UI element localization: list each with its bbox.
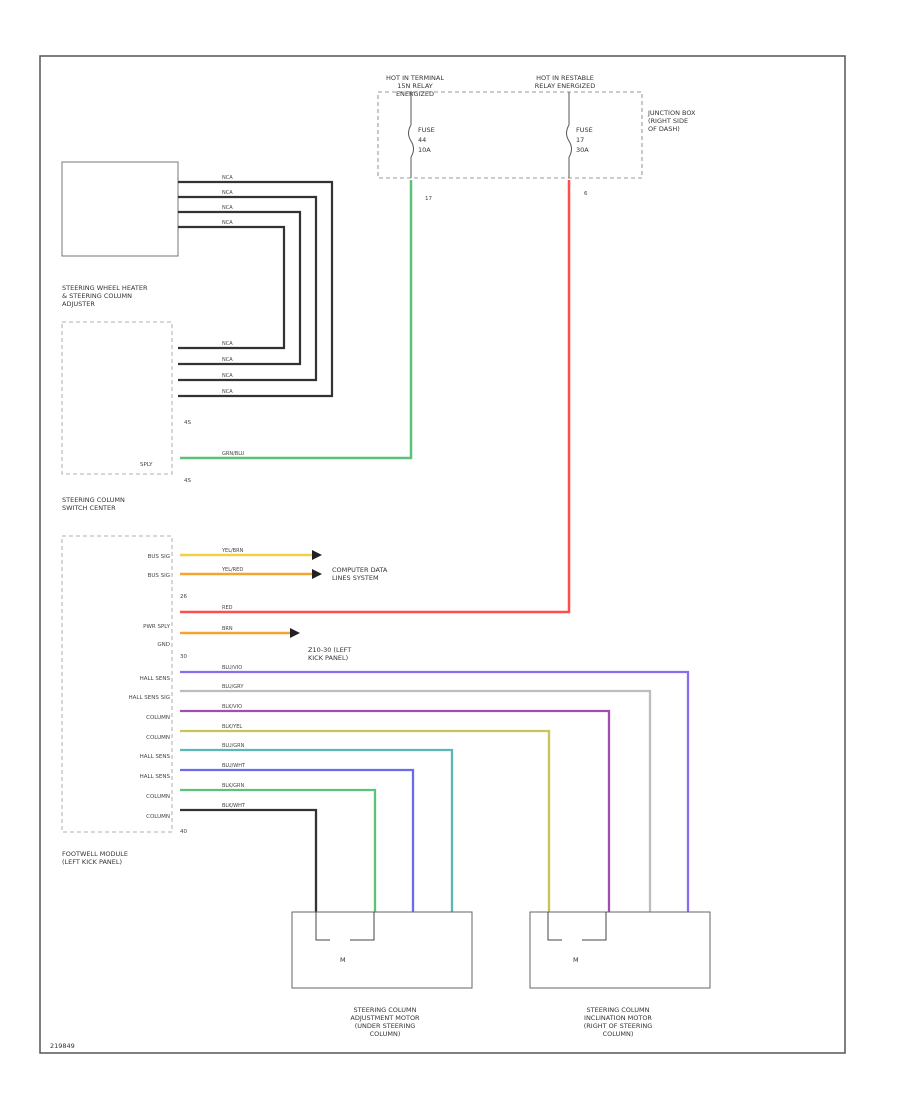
fuse-left-pin: 17 <box>425 196 432 202</box>
hall-wire <box>180 670 690 912</box>
hall-wire-label: BLU/VIO <box>222 665 242 671</box>
footwell-conn1: 26 <box>180 594 187 600</box>
hall-pin-label: COLUMN <box>146 715 170 721</box>
hall-pin-label: COLUMN <box>146 735 170 741</box>
fuse-left-name: FUSE <box>418 126 435 134</box>
adjuster-loop-wires: NCA NCA NCA NCA NCA NCA NCA NCA <box>178 175 334 398</box>
adjuster-loop-wire <box>178 210 302 366</box>
hall-pin-label: HALL SENS <box>140 754 171 760</box>
hall-wire-label: BLK/GRN <box>222 783 245 789</box>
fuse-right-symbol <box>566 124 572 158</box>
adjuster-wire-label: NCA <box>222 190 233 196</box>
bus-arrow-2 <box>312 569 322 579</box>
supply-wire-green <box>180 180 413 460</box>
inclination-motor-m: M <box>573 956 579 964</box>
hall-wire <box>180 689 652 912</box>
hall-pin-label: COLUMN <box>146 814 170 820</box>
hall-wire <box>180 709 611 912</box>
adjuster-wire-label: NCA <box>222 205 233 211</box>
bus-pin-1-label: BUS SIG <box>148 554 170 560</box>
gnd-pin-label: GND <box>157 642 170 648</box>
adjustment-motor-box <box>291 911 473 989</box>
adjustment-motor-symbol <box>315 912 375 941</box>
adjuster-wire-label: NCA <box>222 357 233 363</box>
power-wire-red <box>180 180 571 614</box>
adjuster-connector-number: 4S <box>184 420 191 426</box>
adjuster-wire-label: NCA <box>222 373 233 379</box>
hall-pin-label: HALL SENS <box>140 676 171 682</box>
adjuster-wire-label: NCA <box>222 175 233 181</box>
ground-wire-label: BRN <box>222 626 233 632</box>
footer-code: 219849 <box>50 1042 75 1050</box>
adjuster-switch-label: SPLY <box>140 462 153 468</box>
junction-box <box>377 91 643 179</box>
adjuster-connector <box>61 321 173 475</box>
adjuster-loop-wire <box>178 180 334 398</box>
footwell-conn2: 30 <box>180 654 187 660</box>
hall-wire-label: BLU/GRN <box>222 743 245 749</box>
fuse-right-name: FUSE <box>576 126 593 134</box>
adjuster-wire-label: NCA <box>222 389 233 395</box>
hall-wire <box>180 788 377 912</box>
hall-pin-label: HALL SENS <box>140 774 171 780</box>
supply-wire-label: GRN/BLU <box>222 451 245 457</box>
hall-pin-label: COLUMN <box>146 794 170 800</box>
hall-wire-label: BLK/VIO <box>222 704 242 710</box>
adjuster-wire-label: NCA <box>222 341 233 347</box>
adjustment-motor-m: M <box>340 956 346 964</box>
steering-wheel-heater-box <box>61 161 179 257</box>
hall-wire <box>180 729 551 912</box>
fuse-right-rating: 30A <box>576 146 589 154</box>
fuse-right-pin: 6 <box>584 191 588 197</box>
hall-wire <box>180 748 454 912</box>
fuse-right-number: 17 <box>576 136 584 144</box>
hall-sensor-wires: HALL SENS BLU/VIO HALL SENS SIG BLU/GRY COLU… <box>129 665 690 912</box>
fuse-left-number: 44 <box>418 136 426 144</box>
hall-wire-label: BLU/WHT <box>222 763 246 769</box>
ground-arrow <box>290 628 300 638</box>
adjuster-loop-wire <box>178 195 318 382</box>
hall-wire-label: BLK/WHT <box>222 803 246 809</box>
inclination-motor-symbol <box>547 912 607 941</box>
hall-wire <box>180 768 415 912</box>
footwell-conn3: 40 <box>180 829 187 835</box>
fuse-left-symbol <box>408 124 414 158</box>
fuse-left-rating: 10A <box>418 146 431 154</box>
hall-wire <box>180 808 318 912</box>
bus-wire-1-label: YEL/BRN <box>221 548 244 554</box>
hall-pin-label: HALL SENS SIG <box>129 695 170 701</box>
adjuster-connector2-number: 4S <box>184 478 191 484</box>
diagram-border <box>39 55 846 1054</box>
hall-wire-label: BLU/GRY <box>222 684 244 690</box>
footwell-label: FOOTWELL MODULE(LEFT KICK PANEL) <box>62 850 128 866</box>
adjuster-loop-wire <box>178 225 286 350</box>
adjuster-wire-label: NCA <box>222 220 233 226</box>
bus-pin-2-label: BUS SIG <box>148 573 170 579</box>
hall-wire-label: BLK/YEL <box>222 724 242 730</box>
pwr-pin-label: PWR SPLY <box>143 624 170 630</box>
bus-arrow-1 <box>312 550 322 560</box>
power-wire-label: RED <box>222 605 233 611</box>
footwell-module-box <box>61 535 173 833</box>
bus-wire-2-label: YEL/RED <box>221 567 243 573</box>
inclination-motor-box <box>529 911 711 989</box>
